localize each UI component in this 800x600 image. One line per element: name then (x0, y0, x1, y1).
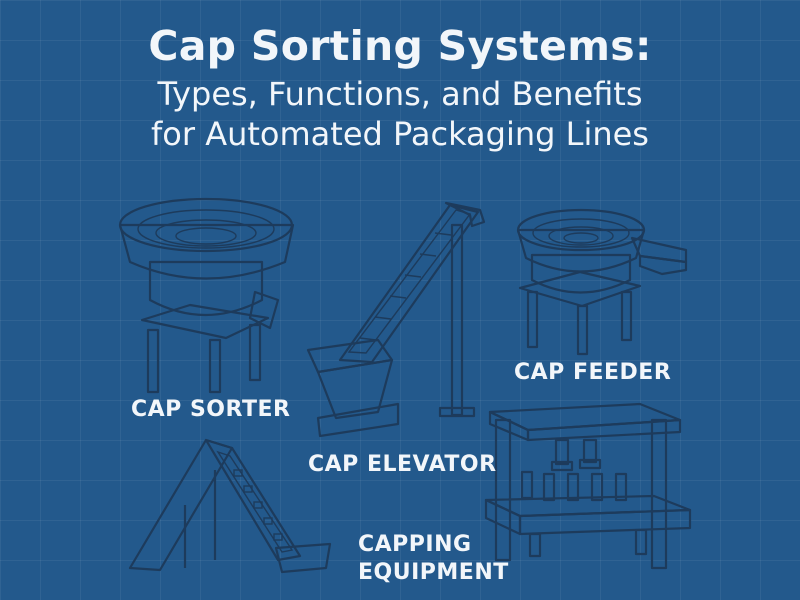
cap-feeder-leg (620, 290, 633, 342)
page-subtitle-line-1: Types, Functions, and Benefits (157, 75, 643, 113)
cap-elevator-support (450, 223, 464, 417)
capping-head (582, 438, 598, 464)
page-title: Cap Sorting Systems: (148, 22, 652, 70)
cap-feeder-rim (516, 208, 646, 252)
label-capping-line-2: EQUIPMENT (358, 560, 509, 585)
bottle (614, 472, 628, 502)
cap-feeder-base (530, 253, 632, 294)
capping-chuck (578, 458, 602, 470)
conveyor-cleat (233, 469, 243, 477)
cap-feeder-illustration (516, 208, 688, 356)
cap-feeder-track-ring (532, 218, 630, 248)
cap-sorter-track (155, 219, 257, 247)
cap-elevator-cleat (419, 253, 437, 257)
cap-sorter-track (137, 209, 275, 249)
cap-elevator-base (316, 402, 400, 438)
cap-elevator-illustration (306, 201, 486, 438)
cap-elevator-hopper (316, 358, 394, 420)
bottle (590, 472, 604, 502)
capping-chuck (550, 460, 574, 472)
cap-sorter-leg (208, 338, 222, 394)
cap-sorter-leg (248, 323, 262, 382)
cap-feeder-track-ring (548, 226, 614, 246)
bottle (520, 470, 534, 500)
cap-sorter-leg (146, 328, 160, 394)
cap-sorter-chute (248, 290, 280, 330)
conveyor-cleat (273, 533, 283, 541)
cap-elevator-head (444, 201, 486, 228)
label-cap-feeder: CAP FEEDER (514, 360, 672, 385)
capping-equipment-illustration (484, 402, 692, 570)
cap-sorter-illustration (118, 197, 295, 394)
conveyor-cleat (253, 501, 263, 509)
conveyor-cleat (263, 517, 273, 525)
cap-feeder-stand-top (518, 270, 642, 308)
conveyor-tray (274, 542, 332, 574)
cap-sorter-base (148, 260, 264, 317)
cap-elevator-cleat (404, 274, 422, 278)
cap-feeder-bowl (516, 228, 646, 273)
capping-conveyor-side (484, 498, 522, 536)
label-cap-elevator: CAP ELEVATOR (308, 452, 497, 477)
capping-frame-post (494, 418, 512, 562)
capping-conveyor-front (518, 508, 692, 536)
capping-head (554, 438, 570, 466)
capping-top-beam-front (526, 418, 682, 442)
cap-sorter-center (175, 227, 237, 245)
label-capping-line-1: CAPPING (358, 532, 472, 557)
cap-feeder-center (563, 232, 599, 244)
cap-elevator-belt-frame (338, 203, 480, 364)
cap-elevator-cleat (389, 295, 407, 299)
conveyor-belt-surface (216, 450, 294, 553)
cap-sorter-bowl (118, 223, 295, 280)
cap-elevator-cleat (434, 232, 452, 236)
page-subtitle-line-2: for Automated Packaging Lines (151, 115, 649, 153)
cap-sorter-rim (118, 197, 294, 253)
capping-frame-post (650, 418, 668, 570)
cap-elevator-cleat (374, 316, 392, 320)
cap-feeder-track-side (638, 254, 688, 276)
capping-conveyor-leg (528, 532, 542, 558)
inclined-conveyor-illustration (128, 438, 332, 574)
page-title-block: Cap Sorting Systems: Types, Functions, a… (0, 18, 800, 154)
cap-feeder-leg (526, 290, 539, 349)
conveyor-belt (204, 438, 302, 562)
capping-conveyor-leg (634, 528, 648, 556)
conveyor-cleat (243, 485, 253, 493)
cap-feeder-leg (576, 304, 589, 356)
label-cap-sorter: CAP SORTER (131, 397, 291, 422)
cap-elevator-foot (438, 406, 476, 418)
bottle (542, 472, 556, 502)
bottle (566, 472, 580, 502)
